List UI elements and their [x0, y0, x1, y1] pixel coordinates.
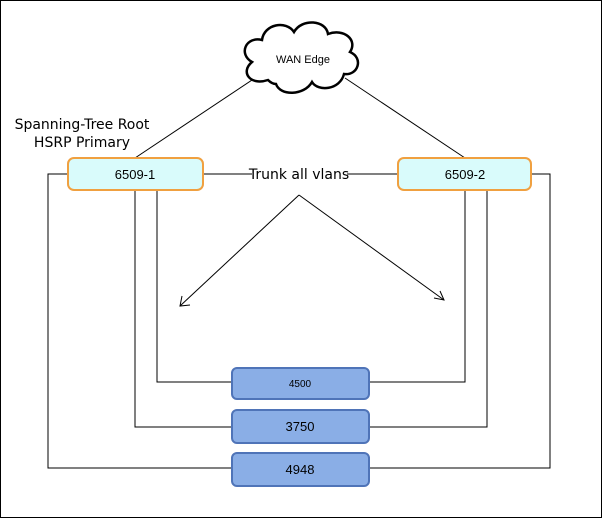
access-switch-4500-box [231, 367, 370, 400]
access-switch-4500-label: 4500 [289, 379, 312, 390]
trunk-arrow-left [179, 194, 300, 307]
wan-edge-cloud: WAN Edge [243, 21, 360, 94]
core-switch-6509-1-box [67, 157, 204, 191]
cloud-shape [243, 21, 360, 94]
wan-link-right [344, 77, 466, 159]
access-switch-4948-label: 4948 [286, 462, 315, 477]
access-switch-4500[interactable]: 4500 [231, 367, 370, 400]
uplink-4948-to-6509-2 [369, 173, 551, 469]
core-switch-6509-2-box [397, 157, 532, 191]
access-switch-3750[interactable]: 3750 [231, 409, 370, 444]
access-switch-3750-label: 3750 [286, 419, 315, 434]
cloud-label: WAN Edge [276, 54, 330, 66]
trunk-arrowhead-left [179, 295, 191, 307]
trunk-label: Trunk all vlans [248, 167, 349, 183]
trunk-arrowhead-right [433, 290, 445, 301]
uplink-4500-to-6509-1 [156, 190, 232, 383]
core-switch-6509-1[interactable]: 6509-1 [67, 157, 204, 191]
core-switch-6509-2-label: 6509-2 [445, 167, 485, 182]
core-switch-6509-2[interactable]: 6509-2 [397, 157, 532, 191]
uplink-3750-to-6509-1 [134, 190, 232, 428]
uplink-4948-to-6509-1 [47, 173, 232, 469]
annotation-spanning-tree-root: Spanning-Tree Root [15, 117, 150, 133]
wan-link-left [134, 77, 256, 159]
uplink-4500-to-6509-2 [369, 190, 466, 383]
annotation-hsrp-primary: HSRP Primary [34, 135, 130, 151]
access-switch-3750-box [231, 409, 370, 444]
core-switch-6509-1-label: 6509-1 [115, 167, 155, 182]
trunk-arrow-right [298, 194, 445, 301]
access-switch-4948-box [231, 452, 370, 487]
access-switch-4948[interactable]: 4948 [231, 452, 370, 487]
uplink-3750-to-6509-2 [369, 190, 488, 428]
